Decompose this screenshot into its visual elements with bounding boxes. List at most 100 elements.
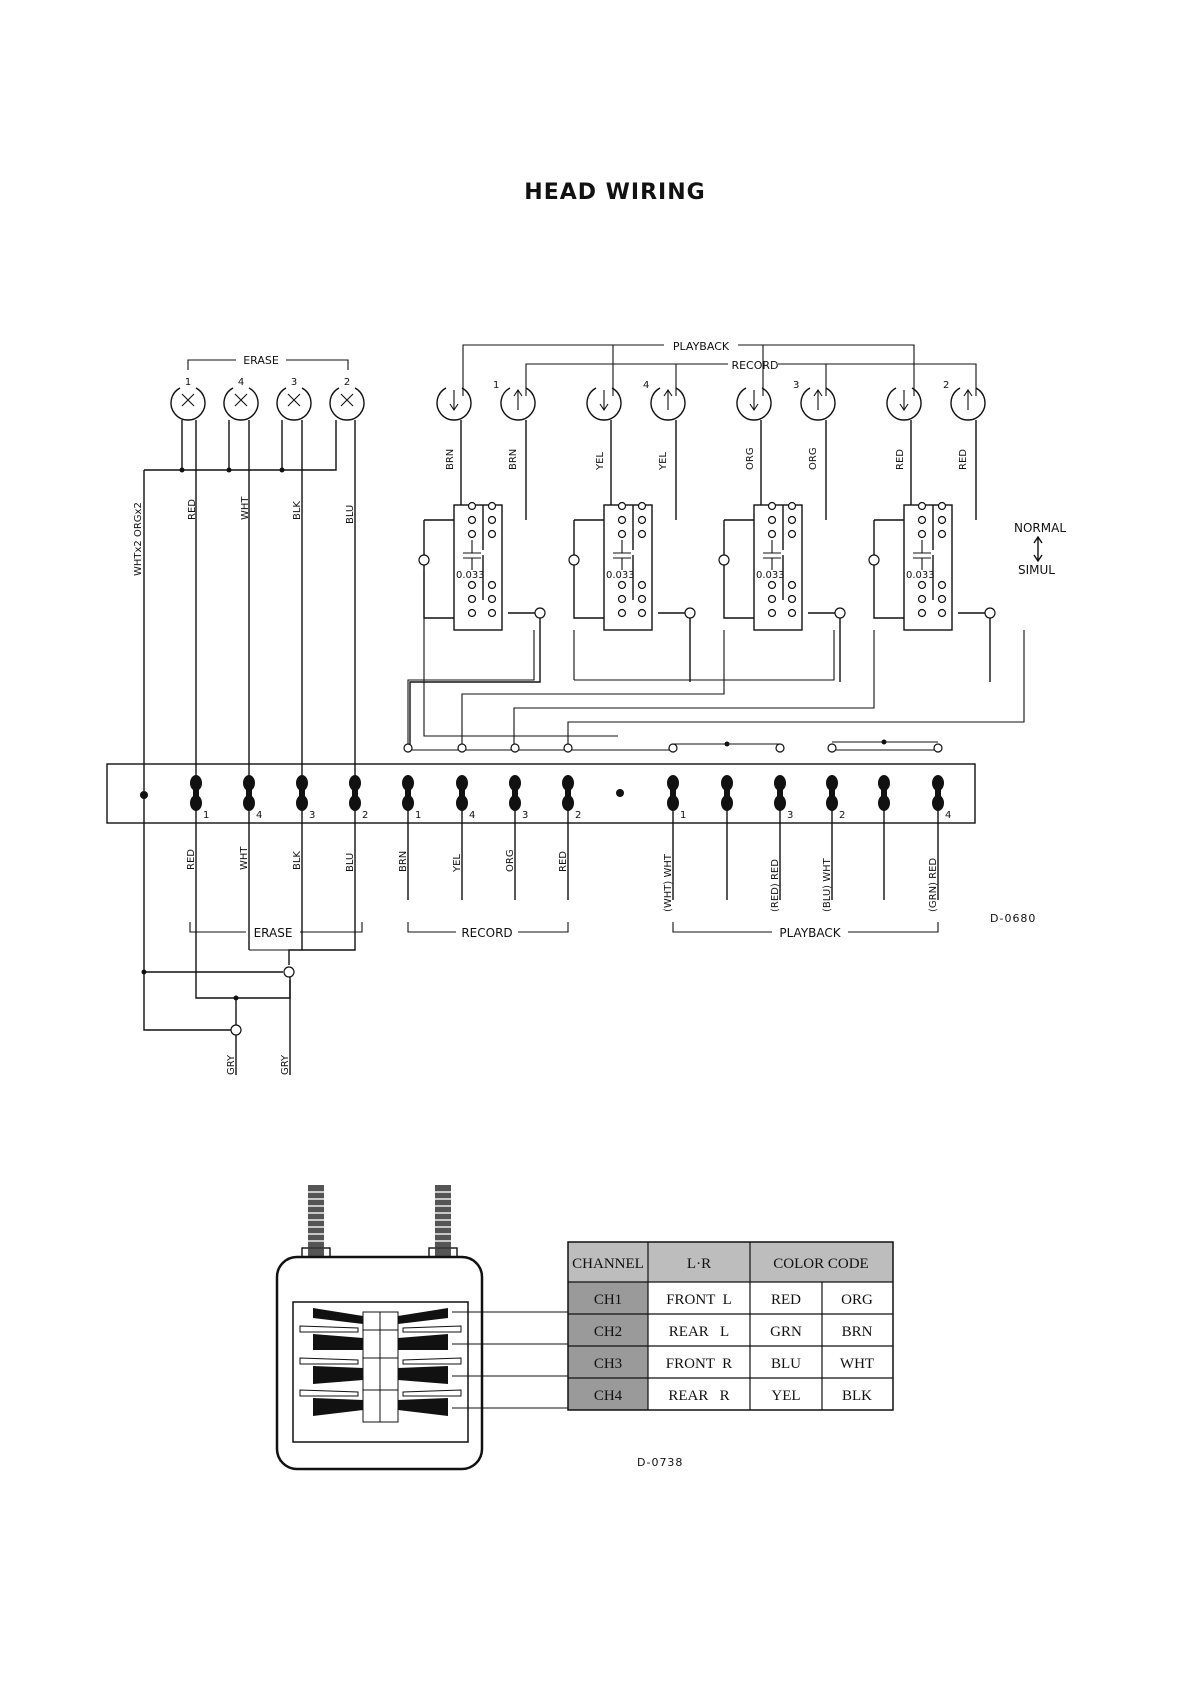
terminal-lugs <box>190 775 944 811</box>
erase-head-1: 1 <box>170 377 206 421</box>
svg-text:RED: RED <box>771 1292 801 1308</box>
bottom-wires: RED WHT BLK BLU BRN YEL ORG RED (WHT) WH… <box>141 810 939 1075</box>
erase-head-3: 3 <box>276 377 312 421</box>
svg-text:BLK: BLK <box>292 501 303 520</box>
svg-text:4: 4 <box>256 810 262 821</box>
svg-text:4: 4 <box>643 380 649 391</box>
table-row: CH4 REAR R YEL BLK <box>594 1388 872 1404</box>
svg-text:0.033: 0.033 <box>606 570 635 581</box>
drawing-code-bottom: D-0738 <box>637 1456 683 1469</box>
svg-text:YEL: YEL <box>658 452 669 471</box>
svg-text:(WHT) WHT: (WHT) WHT <box>663 853 674 912</box>
svg-text:YEL: YEL <box>452 854 463 873</box>
svg-text:1: 1 <box>493 380 499 391</box>
svg-text:1: 1 <box>185 377 191 388</box>
svg-text:4: 4 <box>945 810 951 821</box>
svg-text:BRN: BRN <box>842 1324 873 1340</box>
table-header-channel: CHANNEL <box>572 1256 644 1272</box>
erase-head-4: 4 <box>223 377 259 421</box>
page-title: HEAD WIRING <box>524 180 706 205</box>
playback-top-label: PLAYBACK <box>673 340 730 353</box>
normal-simul-indicator: NORMAL SIMUL <box>1014 521 1066 577</box>
cross-wiring <box>403 570 1025 753</box>
svg-text:YEL: YEL <box>771 1388 800 1404</box>
svg-text:WHT: WHT <box>239 846 250 870</box>
svg-text:(BLU) WHT: (BLU) WHT <box>822 857 833 912</box>
svg-text:ORG: ORG <box>745 447 756 470</box>
svg-text:BLK: BLK <box>292 851 303 870</box>
svg-text:YEL: YEL <box>595 452 606 471</box>
svg-text:2: 2 <box>839 810 845 821</box>
table-row: CH3 FRONT R BLU WHT <box>594 1356 874 1372</box>
svg-text:BLU: BLU <box>771 1356 801 1372</box>
normal-label: NORMAL <box>1014 521 1066 535</box>
head-cores <box>299 1308 462 1423</box>
svg-text:BRN: BRN <box>508 449 519 470</box>
svg-text:3: 3 <box>787 810 793 821</box>
svg-text:CH2: CH2 <box>594 1324 622 1340</box>
terminal-strip: 1 4 3 2 1 4 3 2 1 3 2 4 <box>106 763 976 824</box>
simul-label: SIMUL <box>1018 563 1055 577</box>
svg-text:2: 2 <box>362 810 368 821</box>
svg-text:WHT: WHT <box>240 496 251 520</box>
svg-text:RED: RED <box>558 851 569 872</box>
table-header-color-code: COLOR CODE <box>773 1256 868 1272</box>
svg-text:(RED) RED: (RED) RED <box>770 859 781 912</box>
svg-text:0.033: 0.033 <box>756 570 785 581</box>
svg-text:0.033: 0.033 <box>456 570 485 581</box>
record-top-label: RECORD <box>731 359 778 372</box>
svg-text:WHT: WHT <box>840 1356 874 1372</box>
svg-text:1: 1 <box>680 810 686 821</box>
svg-text:CH3: CH3 <box>594 1356 622 1372</box>
svg-text:RED: RED <box>187 499 198 520</box>
svg-text:RED: RED <box>895 449 906 470</box>
svg-text:CH1: CH1 <box>594 1292 622 1308</box>
svg-text:ORG: ORG <box>505 849 516 872</box>
svg-text:BRN: BRN <box>445 449 456 470</box>
playback-bottom-label: PLAYBACK <box>779 926 841 940</box>
svg-text:BRN: BRN <box>398 851 409 872</box>
table-row: CH2 REAR L GRN BRN <box>594 1324 873 1340</box>
svg-text:FRONT R: FRONT R <box>666 1356 732 1372</box>
svg-text:ORG: ORG <box>841 1292 873 1308</box>
svg-text:GRY: GRY <box>226 1054 237 1075</box>
svg-text:FRONT L: FRONT L <box>666 1292 732 1308</box>
svg-text:GRN: GRN <box>770 1324 802 1340</box>
channel-table: CHANNEL L·R COLOR CODE CH1 FRONT L RED O… <box>567 1241 894 1411</box>
svg-text:1: 1 <box>203 810 209 821</box>
svg-text:2: 2 <box>344 377 350 388</box>
channel-block-2: 2 RED RED 0.033 <box>868 380 996 682</box>
erase-bottom-label: ERASE <box>254 926 293 940</box>
playback-record-brackets: PLAYBACK RECORD <box>462 340 977 396</box>
svg-text:4: 4 <box>238 377 244 388</box>
svg-text:CH4: CH4 <box>594 1388 623 1404</box>
drawing-code-top: D-0680 <box>990 912 1036 925</box>
svg-text:0.033: 0.033 <box>906 570 935 581</box>
svg-text:ORG: ORG <box>808 447 819 470</box>
svg-text:4: 4 <box>469 810 475 821</box>
svg-text:1: 1 <box>415 810 421 821</box>
erase-heads: ERASE 1 4 3 2 WHTx2 ORG <box>133 354 365 1031</box>
svg-text:GRY: GRY <box>280 1054 291 1075</box>
erase-common-wire: WHTx2 ORGx2 <box>133 502 144 576</box>
channel-block-1: 1 BRN BRN 0.033 <box>409 380 546 752</box>
svg-text:2: 2 <box>943 380 949 391</box>
svg-text:REAR R: REAR R <box>668 1388 729 1404</box>
record-bottom-label: RECORD <box>461 926 512 940</box>
svg-text:3: 3 <box>291 377 297 388</box>
svg-text:RED: RED <box>958 449 969 470</box>
svg-text:3: 3 <box>793 380 799 391</box>
channel-block-3: 3 ORG ORG 0.033 <box>718 380 846 682</box>
svg-text:3: 3 <box>309 810 315 821</box>
erase-head-2: 2 <box>329 377 365 421</box>
table-row: CH1 FRONT L RED ORG <box>594 1292 873 1308</box>
svg-text:3: 3 <box>522 810 528 821</box>
svg-text:REAR L: REAR L <box>669 1324 729 1340</box>
head-illustration <box>275 1185 568 1471</box>
erase-top-label: ERASE <box>243 354 279 367</box>
svg-text:2: 2 <box>575 810 581 821</box>
svg-text:BLK: BLK <box>842 1388 872 1404</box>
table-header-lr: L·R <box>687 1256 711 1272</box>
